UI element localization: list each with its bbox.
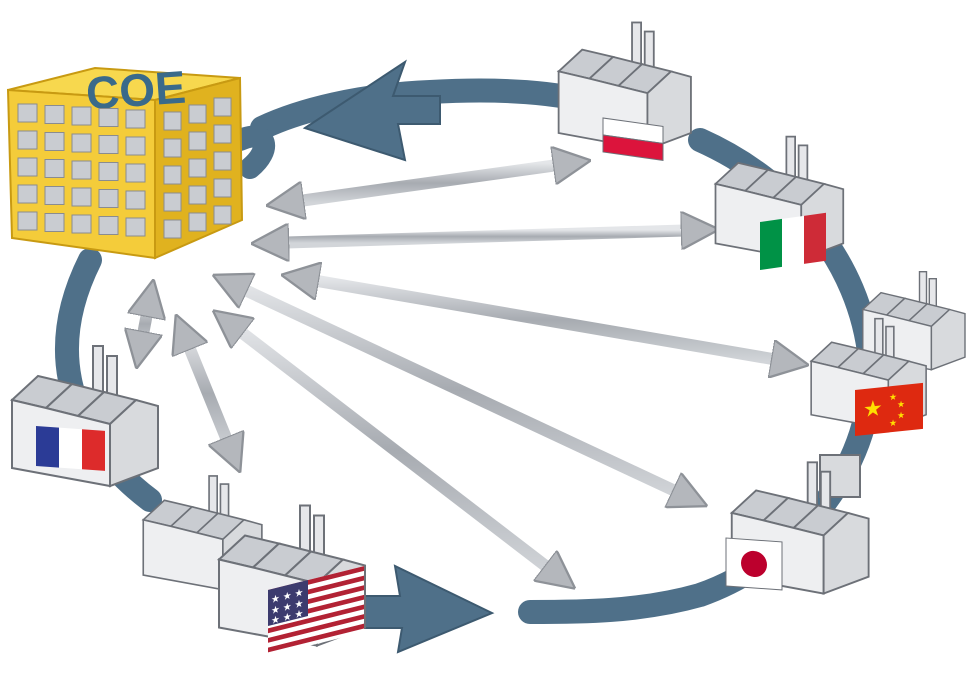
coe-window [71,160,92,180]
coe-window [44,105,65,124]
coe-windows-side [163,97,232,239]
coe-window [188,104,207,124]
coe-window [44,132,65,151]
coe-window [163,138,182,158]
coe-window [125,163,146,183]
coe-window [98,162,119,181]
arrow-coe-poland [285,163,572,203]
japan-factory [725,454,870,595]
coe-window [163,111,182,131]
coe-window [188,185,207,205]
coe-windows-front [17,103,146,237]
poland-factory [557,21,692,162]
coe-window [163,165,182,185]
coe-window [213,205,232,225]
coe-window [213,178,232,198]
coe-window [125,190,146,210]
usa-flag-stripe [268,623,364,653]
coe-window [188,212,207,232]
usa-flag-stripe [268,614,364,643]
coe-window [71,106,92,126]
coe-window [125,136,146,156]
coe-window [17,103,38,123]
coe-window [213,151,232,171]
coe-window [17,184,38,204]
cycle-arrowhead-bottom [359,564,495,654]
arrow-coe-italy [270,230,700,243]
coe-window [71,214,92,234]
coe-window [17,211,38,231]
coe-window [71,187,92,207]
svg-text:★: ★ [897,399,905,410]
usa-factory: ★ ★ ★ ★ ★ ★ ★ ★ ★ [142,475,367,656]
france-flag [36,426,105,471]
usa-flag-stripe [268,604,364,634]
usa-flag: ★ ★ ★ ★ ★ ★ ★ ★ ★ [268,566,364,656]
china-factory: ★ ★ ★ ★ ★ [810,270,966,436]
svg-text:★: ★ [897,410,905,421]
coe-window [98,108,119,127]
coe-window [163,219,182,239]
coe-window [213,124,232,144]
coe-window [163,192,182,212]
coe-window [17,157,38,177]
china-flag: ★ ★ ★ ★ ★ [855,382,923,436]
coe-building: COE [6,61,244,260]
coe-window [188,158,207,178]
svg-text:★: ★ [863,395,883,422]
coe-window [44,186,65,205]
coe-window [188,131,207,151]
coe-window [98,135,119,154]
japan-flag [725,537,783,591]
coe-window [125,217,146,237]
arrow-coe-usa [228,322,560,577]
svg-text:★: ★ [889,418,897,429]
exchange-arrows [140,163,790,577]
coe-window [44,159,65,178]
france-factory [10,344,160,488]
svg-text:★: ★ [889,392,897,403]
coe-window [98,216,119,235]
coe-window [17,130,38,150]
arrow-coe-japan [230,283,690,498]
arrow-coe-usa-short [183,332,233,455]
italy-factory [714,135,845,270]
italy-flag [760,212,826,270]
arrow-coe-france-short [140,298,150,350]
coe-window [213,97,232,117]
coe-window [98,189,119,208]
coe-window [125,109,146,129]
coe-window [44,213,65,232]
coe-window [71,133,92,153]
